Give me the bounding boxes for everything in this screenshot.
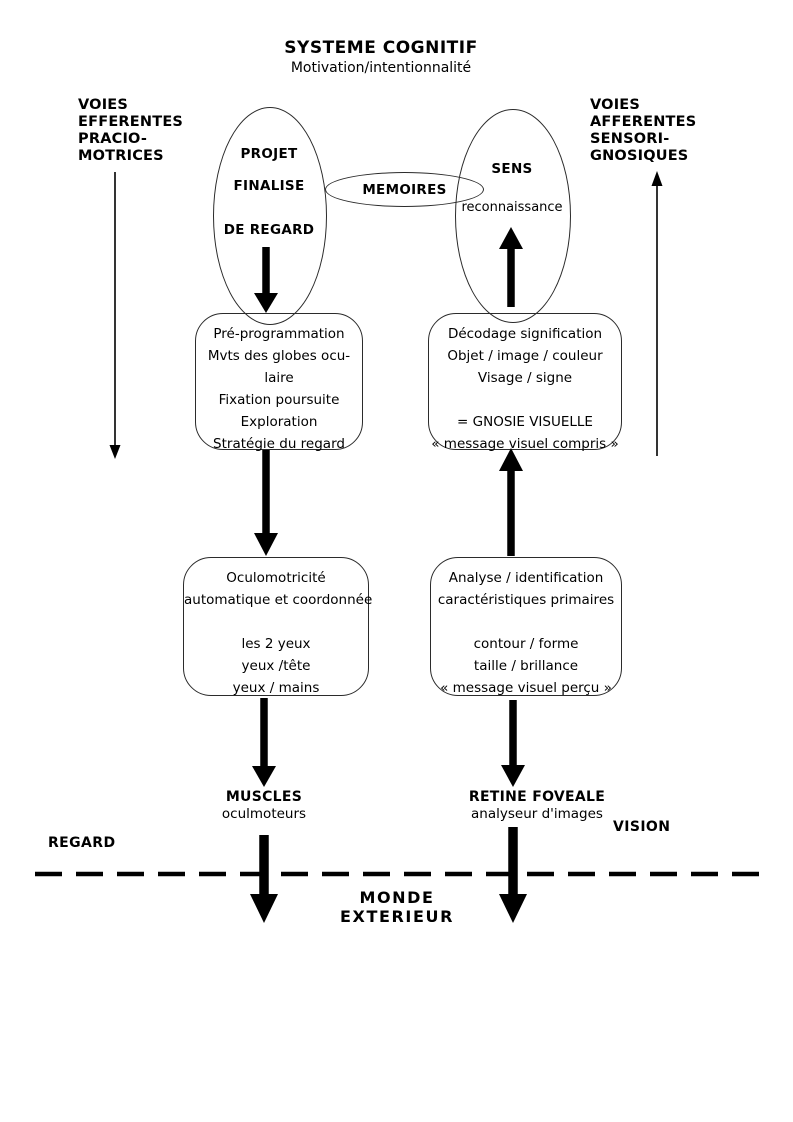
oculomotricity-box: Oculomotricité automatique et coordonnée… (183, 557, 373, 696)
oculomotricity-line: automatique et coordonnée (184, 592, 373, 608)
afferent-line-4: GNOSIQUES (590, 148, 689, 164)
arrow-oculomotricity-to-muscles (252, 698, 276, 787)
oculomotricity-line (184, 611, 368, 633)
preprogramming-line: laire (264, 370, 294, 386)
arrow-analysis-to-decoding (499, 448, 523, 556)
analysis-box: Analyse / identification caractéristique… (430, 557, 622, 696)
analysis-line: contour / forme (473, 636, 579, 652)
afferent-pathway-label: VOIES AFFERENTES SENSORI- GNOSIQUES (590, 97, 696, 165)
preprogramming-line: Fixation poursuite (218, 392, 340, 408)
muscles-title: MUSCLES (225, 789, 303, 805)
preprogramming-box: Pré-programmation Mvts des globes ocu- l… (195, 313, 363, 452)
project-line-2: FINALISE (233, 178, 305, 194)
decoding-box: Décodage signification Objet / image / c… (428, 313, 622, 452)
oculomotricity-line: les 2 yeux (241, 636, 311, 652)
project-line-1: PROJET (240, 146, 298, 162)
sens-label: SENS (491, 161, 533, 177)
preprogramming-line: Mvts des globes ocu- (207, 348, 351, 364)
page-subtitle: Motivation/intentionnalité (290, 60, 472, 76)
memories-ellipse: MEMOIRES (325, 172, 484, 207)
preprogramming-line: Exploration (240, 414, 318, 430)
decoding-line: = GNOSIE VISUELLE (457, 414, 593, 430)
arrow-preprogramming-to-oculomotricity (254, 450, 278, 556)
project-ellipse (213, 107, 327, 325)
memories-label: MEMOIRES (362, 181, 447, 198)
preprogramming-line: Pré-programmation (213, 326, 345, 342)
efferent-line-4: MOTRICES (78, 148, 164, 164)
muscles-subtitle: oculmoteurs (221, 806, 307, 822)
decoding-line: Décodage signification (447, 326, 603, 342)
sens-sublabel: reconnaissance (461, 200, 563, 215)
oculomotricity-line: yeux / mains (232, 680, 320, 696)
sens-ellipse (455, 109, 571, 323)
vision-label: VISION (613, 819, 671, 835)
oculomotricity-line: Oculomotricité (226, 570, 326, 586)
diagram-header: SYSTEME COGNITIF Motivation/intentionnal… (231, 38, 531, 76)
afferent-line-1: VOIES (590, 97, 641, 113)
retina-title: RETINE FOVEALE (468, 789, 606, 805)
decoding-line: Visage / signe (477, 370, 573, 386)
afferent-side-arrow (651, 171, 663, 456)
project-line-3: DE REGARD (223, 222, 315, 238)
analysis-line: Analyse / identification (448, 570, 604, 586)
world-label: MONDE EXTERIEUR (339, 888, 455, 926)
muscles-node: MUSCLES oculmoteurs (197, 789, 331, 823)
oculomotricity-line: yeux /tête (241, 658, 311, 674)
page-title: SYSTEME COGNITIF (284, 38, 478, 58)
analysis-line (431, 611, 621, 633)
afferent-line-3: SENSORI- (590, 131, 670, 147)
afferent-line-2: AFFERENTES (590, 114, 697, 130)
decoding-line: Objet / image / couleur (447, 348, 603, 364)
decoding-line: « message visuel compris » (431, 436, 619, 452)
arrow-muscles-to-world (250, 835, 278, 923)
arrow-retina-to-world (499, 827, 527, 923)
analysis-line: caractéristiques primaires (437, 592, 615, 608)
retina-node: RETINE FOVEALE analyseur d'images (457, 789, 617, 823)
arrow-analysis-to-retina (501, 700, 525, 787)
efferent-line-2: EFFERENTES (78, 114, 184, 130)
analysis-line: taille / brillance (473, 658, 579, 674)
retina-subtitle: analyseur d'images (471, 806, 603, 822)
regard-label: REGARD (48, 835, 116, 851)
efferent-pathway-label: VOIES EFFERENTES PRACIO- MOTRICES (78, 97, 183, 165)
preprogramming-line: Stratégie du regard (213, 436, 345, 452)
efferent-side-arrow (109, 172, 121, 459)
analysis-line: « message visuel perçu » (440, 680, 612, 696)
decoding-line (429, 389, 621, 411)
efferent-line-1: VOIES (78, 97, 129, 113)
efferent-line-3: PRACIO- (78, 131, 148, 147)
